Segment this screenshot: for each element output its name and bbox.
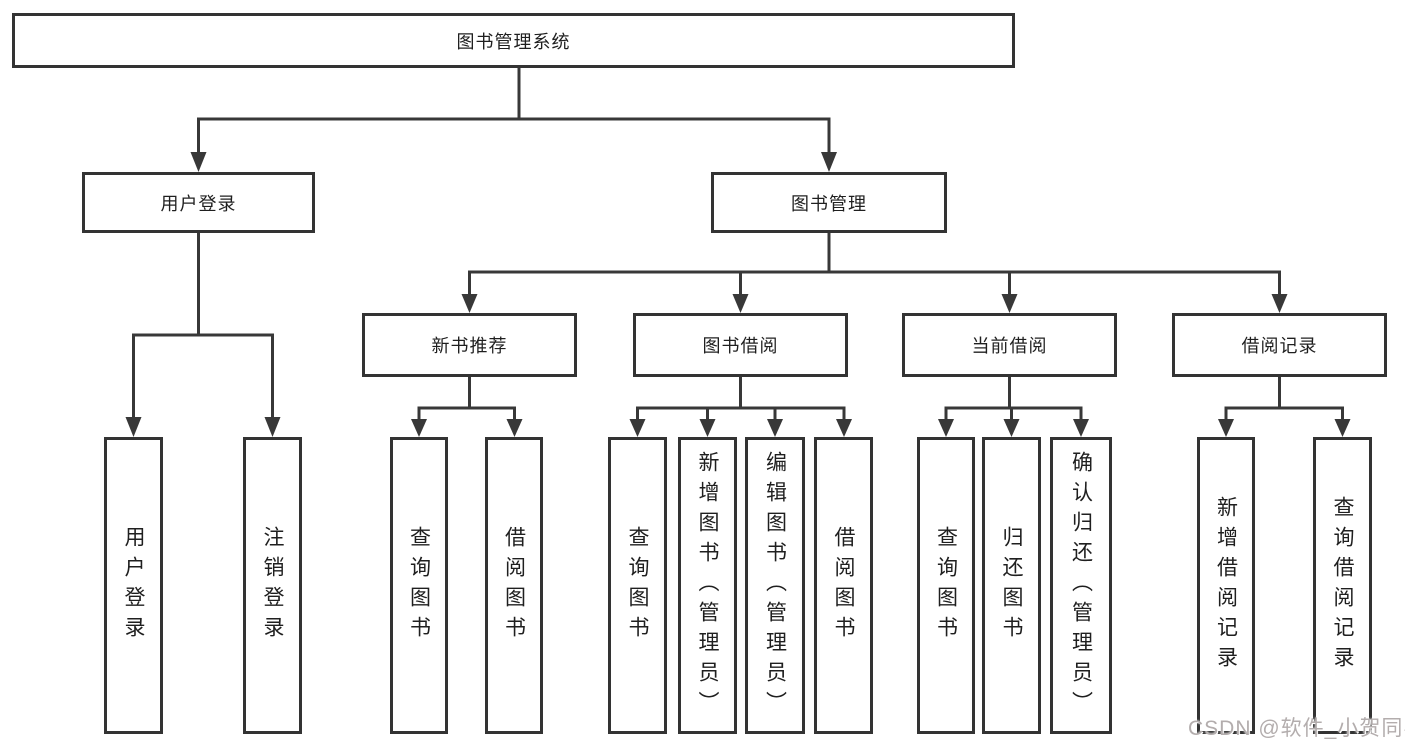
node-root: 图书管理系统	[12, 13, 1015, 68]
leaf-newbook-borrow-books-label: 借阅图书	[502, 525, 526, 646]
leaf-query-borrow-record-label: 查询借阅记录	[1331, 495, 1354, 676]
leaf-borrow-query-books: 查询图书	[608, 437, 667, 734]
node-user-login: 用户登录	[82, 172, 315, 233]
leaf-add-books-admin: 新增图书（管理员）	[678, 437, 737, 734]
leaf-query-borrow-record: 查询借阅记录	[1313, 437, 1372, 734]
node-borrow-records-label: 借阅记录	[1241, 336, 1318, 356]
node-book-management: 图书管理	[711, 172, 947, 233]
node-book-borrow: 图书借阅	[633, 313, 848, 377]
leaf-newbook-query-books: 查询图书	[390, 437, 448, 734]
leaf-add-books-admin-label: 新增图书（管理员）	[696, 450, 719, 721]
node-root-label: 图书管理系统	[456, 31, 571, 52]
leaf-current-query-books-label: 查询图书	[934, 525, 958, 646]
connector-current-borrow-children	[938, 377, 1089, 437]
leaf-logout: 注销登录	[243, 437, 302, 734]
node-book-borrow-label: 图书借阅	[702, 336, 779, 356]
leaf-edit-books-admin-label: 编辑图书（管理员）	[763, 450, 787, 721]
connector-user-login-children	[125, 233, 281, 437]
leaf-return-books-label: 归还图书	[1000, 525, 1023, 646]
node-book-management-label: 图书管理	[791, 193, 867, 214]
connector-new-book-children	[411, 377, 523, 437]
node-current-borrow-label: 当前借阅	[971, 336, 1048, 356]
leaf-newbook-borrow-books: 借阅图书	[485, 437, 543, 734]
leaf-confirm-return-admin: 确认归还（管理员）	[1050, 437, 1112, 734]
leaf-add-borrow-record-label: 新增借阅记录	[1214, 495, 1238, 676]
leaf-borrow-books: 借阅图书	[814, 437, 873, 734]
node-current-borrow: 当前借阅	[902, 313, 1117, 377]
connector-root-to-level2	[190, 68, 837, 172]
leaf-edit-books-admin: 编辑图书（管理员）	[745, 437, 805, 734]
watermark: CSDN @软件_小贺同学	[1188, 717, 1405, 740]
leaf-newbook-query-books-label: 查询图书	[407, 525, 431, 646]
leaf-add-borrow-record: 新增借阅记录	[1197, 437, 1255, 734]
node-borrow-records: 借阅记录	[1172, 313, 1387, 377]
node-new-book-recommend: 新书推荐	[362, 313, 577, 377]
connector-book-borrow-children	[629, 377, 852, 437]
leaf-borrow-books-label: 借阅图书	[832, 525, 855, 646]
leaf-return-books: 归还图书	[982, 437, 1041, 734]
node-new-book-recommend-label: 新书推荐	[431, 336, 508, 356]
leaf-borrow-query-books-label: 查询图书	[626, 525, 649, 646]
leaf-user-login: 用户登录	[104, 437, 163, 734]
connector-borrow-record-children	[1218, 377, 1351, 437]
connector-book-management-children	[461, 233, 1288, 313]
node-user-login-label: 用户登录	[160, 193, 237, 214]
leaf-logout-label: 注销登录	[261, 525, 284, 646]
leaf-confirm-return-admin-label: 确认归还（管理员）	[1069, 450, 1093, 721]
leaf-current-query-books: 查询图书	[917, 437, 975, 734]
leaf-user-login-label: 用户登录	[122, 525, 145, 646]
